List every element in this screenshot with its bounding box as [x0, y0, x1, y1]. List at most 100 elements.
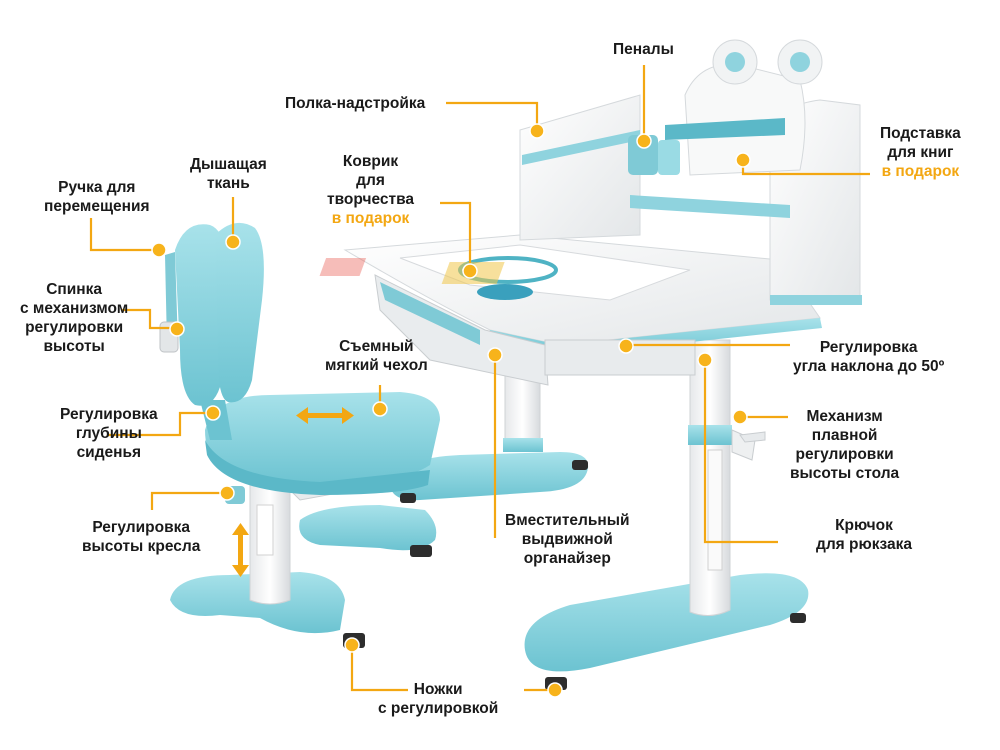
- label-legs: Ножки с регулировкой: [378, 680, 498, 718]
- label-line: высоты: [43, 338, 105, 355]
- book-stand-clip: [665, 118, 785, 140]
- desk-leg-back-collar: [503, 438, 543, 452]
- label-tilt: Регулировка угла наклона до 50º: [793, 338, 944, 376]
- label-line: высоты кресла: [82, 538, 201, 555]
- hotspot-dot: [732, 409, 748, 425]
- seat-depth-arrow: [296, 407, 354, 424]
- foot-pad: [790, 613, 806, 623]
- label-line: глубины: [75, 425, 142, 442]
- hotspot-dot: [547, 682, 563, 698]
- hotspot-dot: [151, 242, 167, 258]
- chair-column-scale: [256, 504, 274, 556]
- hotspot-dot: [205, 405, 221, 421]
- label-line: Регулировка: [92, 519, 190, 536]
- label-line: творчества: [327, 191, 415, 208]
- label-line: Коврик: [342, 153, 399, 170]
- label-line: Подставка: [880, 125, 961, 142]
- label-line: Регулировка: [60, 406, 158, 423]
- label-line: Ножки: [413, 681, 463, 698]
- desk-foot-front: [524, 573, 809, 672]
- chair-base-back: [299, 505, 437, 551]
- foot-pad: [410, 545, 432, 557]
- label-line: для: [356, 172, 385, 189]
- hutch-right-base: [770, 295, 862, 305]
- label-line: выдвижной: [521, 531, 613, 548]
- hotspot-dot: [697, 352, 713, 368]
- label-line: Дышащая: [190, 156, 267, 173]
- label-cover: Съемный мягкий чехол: [325, 337, 428, 375]
- label-line: для книг: [887, 144, 954, 161]
- label-fabric: Дышащая ткань: [190, 155, 267, 193]
- label-shelf: Полка-надстройка: [285, 94, 425, 113]
- chair: [159, 222, 440, 648]
- hotspot-dot: [462, 263, 478, 279]
- label-line: Пеналы: [613, 41, 674, 58]
- label-line: регулировки: [795, 446, 894, 463]
- label-line: для рюкзака: [816, 536, 912, 553]
- label-line: высоты стола: [790, 465, 900, 482]
- foot-pad: [572, 460, 588, 470]
- desk-leg-front-collar: [688, 425, 732, 445]
- hotspot-dot: [487, 347, 503, 363]
- chair-seat-front: [205, 440, 430, 495]
- organizer-drawer-blue: [380, 282, 480, 345]
- hutch-left: [519, 94, 641, 241]
- hotspot-dot: [618, 338, 634, 354]
- label-line: плавной: [811, 427, 878, 444]
- label-handle: Ручка для перемещения: [44, 178, 150, 216]
- backpack-hook: [739, 431, 766, 443]
- label-line: Ручка для: [58, 179, 136, 196]
- label-line: органайзер: [523, 550, 611, 567]
- chair-backrest-right: [215, 222, 264, 403]
- label-chair-height: Регулировка высоты кресла: [82, 518, 200, 556]
- label-backrest: Спинка с механизмом регулировки высоты: [20, 280, 128, 356]
- foot-pad: [400, 493, 416, 503]
- book-stand-ear-inner: [725, 52, 745, 72]
- label-pencil-cases: Пеналы: [613, 40, 674, 59]
- label-line: регулировки: [25, 319, 124, 336]
- hotspot-dot: [529, 123, 545, 139]
- label-lift-mechanism: Механизм плавной регулировки высоты стол…: [790, 407, 899, 483]
- label-line: Вместительный: [505, 512, 630, 529]
- label-line: перемещения: [44, 198, 150, 215]
- gift-badge: в подарок: [331, 210, 410, 227]
- label-line: мягкий чехол: [325, 357, 428, 374]
- label-hook: Крючок для рюкзака: [816, 516, 912, 554]
- label-line: ткань: [206, 175, 250, 192]
- label-book-stand: Подставка для книг в подарок: [880, 124, 961, 181]
- hotspot-dot: [636, 133, 652, 149]
- hotspot-dot: [219, 485, 235, 501]
- label-line: с механизмом: [20, 300, 129, 317]
- label-line: сиденья: [76, 444, 142, 461]
- chair-backrest-left: [175, 224, 229, 406]
- hotspot-dot: [735, 152, 751, 168]
- hutch-shelf: [630, 195, 790, 218]
- label-line: Полка-надстройка: [285, 95, 426, 112]
- height-scale: [707, 449, 723, 571]
- desk-foot-back: [389, 452, 589, 501]
- label-mat: Коврик для творчества в подарок: [327, 152, 414, 228]
- hotspots: [151, 123, 751, 698]
- label-line: Регулировка: [819, 339, 918, 356]
- desk: [319, 39, 862, 690]
- leader-lines: [89, 65, 870, 692]
- label-organizer: Вместительный выдвижной органайзер: [505, 511, 630, 568]
- label-line: угла наклона до 50º: [793, 358, 945, 375]
- label-line: Механизм: [806, 408, 883, 425]
- mat-graphic: [477, 284, 533, 300]
- pencil-case: [658, 140, 680, 175]
- mat-graphic: [319, 258, 367, 276]
- label-line: Съемный: [339, 338, 414, 355]
- hutch-left-stripe: [522, 130, 640, 165]
- hotspot-dot: [169, 321, 185, 337]
- book-stand-ear-inner: [790, 52, 810, 72]
- hotspot-dot: [372, 401, 388, 417]
- label-line: Крючок: [835, 517, 893, 534]
- gift-badge: в подарок: [881, 163, 960, 180]
- label-line: с регулировкой: [378, 700, 499, 717]
- label-seat-depth: Регулировка глубины сиденья: [60, 405, 158, 462]
- hotspot-dot: [344, 637, 360, 653]
- hotspot-dot: [225, 234, 241, 250]
- label-line: Спинка: [46, 281, 103, 298]
